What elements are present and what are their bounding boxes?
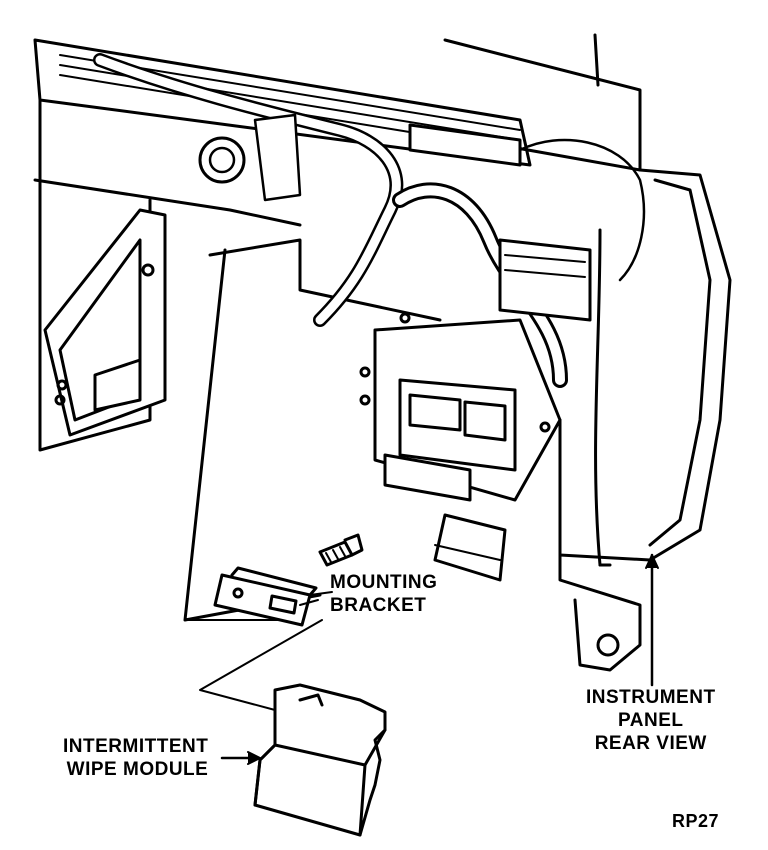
placement-guide	[199, 619, 323, 711]
instrument-panel-label-line-3: REAR VIEW	[594, 733, 707, 754]
mounting-screw	[318, 533, 364, 567]
lower-tab	[433, 513, 507, 582]
wiring-harness	[93, 53, 646, 388]
instrument-panel-label-line-1: INSTRUMENT	[586, 687, 716, 708]
panel-frame	[33, 33, 642, 452]
right-support	[558, 168, 732, 672]
mounting-bracket-label-line-1: MOUNTING	[330, 572, 438, 593]
intermittent-wipe-module-label-line-2: WIPE MODULE	[66, 759, 209, 780]
instrument-panel-label: INSTRUMENT PANEL REAR VIEW	[586, 686, 716, 755]
mounting-bracket	[213, 566, 333, 627]
mounting-bracket-label: MOUNTING BRACKET	[330, 571, 437, 617]
intermittent-wipe-module-label: INTERMITTENT WIPE MODULE	[63, 735, 208, 781]
left-support-bracket	[43, 208, 167, 437]
junction-box	[359, 312, 562, 502]
mounting-bracket-label-line-2: BRACKET	[330, 595, 427, 616]
intermittent-wipe-module	[253, 683, 387, 837]
intermittent-wipe-module-label-line-1: INTERMITTENT	[63, 736, 209, 757]
instrument-panel-label-line-2: PANEL	[618, 710, 684, 731]
figure-code: RP27	[672, 811, 720, 831]
